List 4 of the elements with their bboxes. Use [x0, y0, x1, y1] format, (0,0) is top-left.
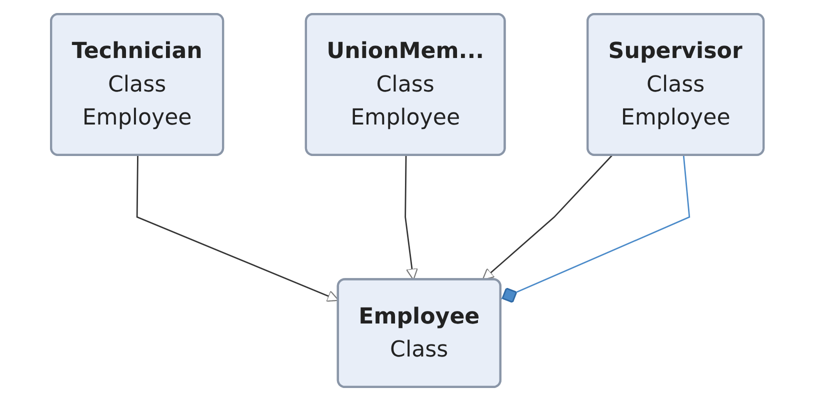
arrow — [404, 156, 418, 280]
arrow — [482, 155, 612, 280]
arrow — [136, 156, 340, 302]
connector — [500, 156, 690, 303]
